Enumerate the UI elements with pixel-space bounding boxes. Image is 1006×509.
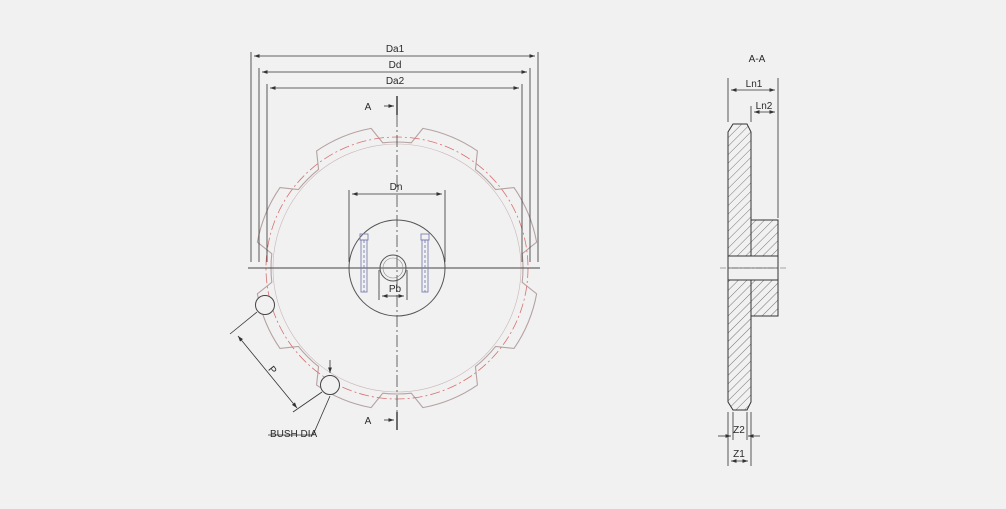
bore-circle — [379, 254, 407, 282]
bush-dia-label: BUSH DIA — [270, 429, 318, 440]
section-mark-bottom: A — [365, 416, 372, 427]
bolt-left — [359, 233, 369, 293]
z2-label: Z2 — [733, 425, 745, 436]
bore-inner-circle — [382, 257, 404, 279]
section-hub-lower — [750, 279, 779, 317]
section-hub-upper — [750, 219, 779, 257]
ln2-label: Ln2 — [756, 101, 773, 112]
bush-circle-lower — [320, 375, 340, 395]
bush-circle-upper — [255, 295, 275, 315]
section-mark-top: A — [365, 102, 372, 113]
da2-label: Da2 — [386, 76, 405, 87]
z1-label: Z1 — [733, 449, 745, 460]
da1-label: Da1 — [386, 44, 405, 55]
diameter-dimensions — [229, 52, 539, 436]
section-dimensions — [718, 78, 779, 466]
section-view: A-A Ln1 Ln2 Z2 Z1 — [718, 54, 786, 466]
hub-circle — [348, 219, 446, 317]
section-title: A-A — [749, 54, 766, 65]
dd-label: Dd — [389, 60, 402, 71]
pb-label: Pb — [389, 284, 402, 295]
dn-label: Dn — [390, 182, 403, 193]
ln1-label: Ln1 — [746, 79, 763, 90]
bolt-right — [420, 233, 430, 293]
sprocket-outline — [256, 127, 538, 409]
front-view: Da1 Dd Da2 Dn Pb P A A BUSH DIA — [229, 44, 540, 440]
pitch-label: P — [266, 364, 279, 376]
